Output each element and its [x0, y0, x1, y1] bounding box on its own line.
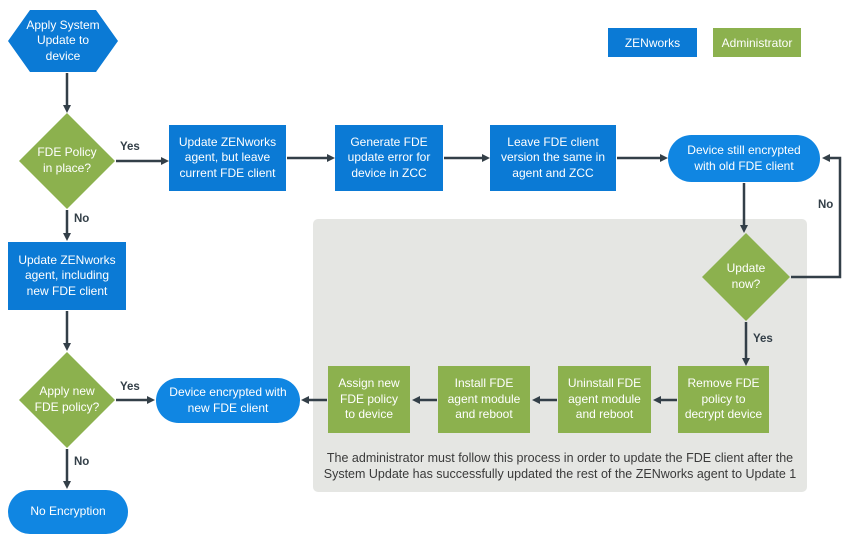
node-leave-fde-version-label: Leave FDE client version the same in age… [500, 134, 606, 180]
edge-label-fde-policy-no: No [74, 213, 90, 225]
edge-label-update-now-yes: Yes [753, 333, 773, 345]
node-remove-fde-policy: Remove FDE policy to decrypt device [678, 366, 769, 433]
node-fde-policy-in-place-label: FDE Policy in place? [37, 145, 97, 175]
node-assign-new-policy: Assign new FDE policy to device [328, 366, 410, 433]
edge-label-fde-policy-yes: Yes [120, 141, 140, 153]
node-start-label: Apply System Update to device [26, 17, 100, 63]
node-remove-fde-policy-label: Remove FDE policy to decrypt device [684, 376, 763, 422]
node-device-encrypted-new: Device encrypted with new FDE client [156, 378, 300, 423]
node-update-agent-leave-client-label: Update ZENworks agent, but leave current… [178, 134, 277, 180]
node-generate-fde-error-label: Generate FDE update error for device in … [347, 134, 431, 180]
legend-administrator: Administrator [713, 28, 801, 57]
node-apply-new-policy-label: Apply new FDE policy? [34, 384, 100, 414]
node-leave-fde-version: Leave FDE client version the same in age… [490, 125, 616, 191]
node-no-encryption-label: No Encryption [30, 504, 106, 519]
node-update-agent-new-client: Update ZENworks agent, including new FDE… [8, 242, 126, 310]
edge-label-update-now-no: No [818, 199, 834, 211]
node-no-encryption: No Encryption [8, 490, 128, 534]
node-install-fde-module-label: Install FDE agent module and reboot [447, 376, 521, 422]
node-update-agent-new-client-label: Update ZENworks agent, including new FDE… [18, 252, 116, 298]
administrator-process-note: The administrator must follow this proce… [323, 451, 797, 481]
node-assign-new-policy-label: Assign new FDE policy to device [338, 376, 400, 422]
legend-administrator-label: Administrator [721, 35, 793, 50]
edge-label-apply-policy-no: No [74, 456, 90, 468]
node-device-encrypted-new-label: Device encrypted with new FDE client [169, 384, 287, 415]
node-update-agent-leave-client: Update ZENworks agent, but leave current… [169, 125, 286, 191]
edge-label-apply-policy-yes: Yes [120, 381, 140, 393]
node-install-fde-module: Install FDE agent module and reboot [438, 366, 530, 433]
node-update-now-label: Update now? [726, 261, 766, 291]
node-device-still-encrypted: Device still encrypted with old FDE clie… [668, 135, 820, 182]
node-start: Apply System Update to device [8, 10, 118, 72]
node-device-still-encrypted-label: Device still encrypted with old FDE clie… [687, 142, 801, 173]
legend-zenworks: ZENworks [608, 28, 697, 57]
node-uninstall-fde-module: Uninstall FDE agent module and reboot [558, 366, 651, 433]
arrow-update-now-no-loop [791, 154, 842, 279]
node-uninstall-fde-module-label: Uninstall FDE agent module and reboot [567, 376, 642, 422]
node-generate-fde-error: Generate FDE update error for device in … [335, 125, 443, 191]
legend-zenworks-label: ZENworks [624, 35, 681, 50]
